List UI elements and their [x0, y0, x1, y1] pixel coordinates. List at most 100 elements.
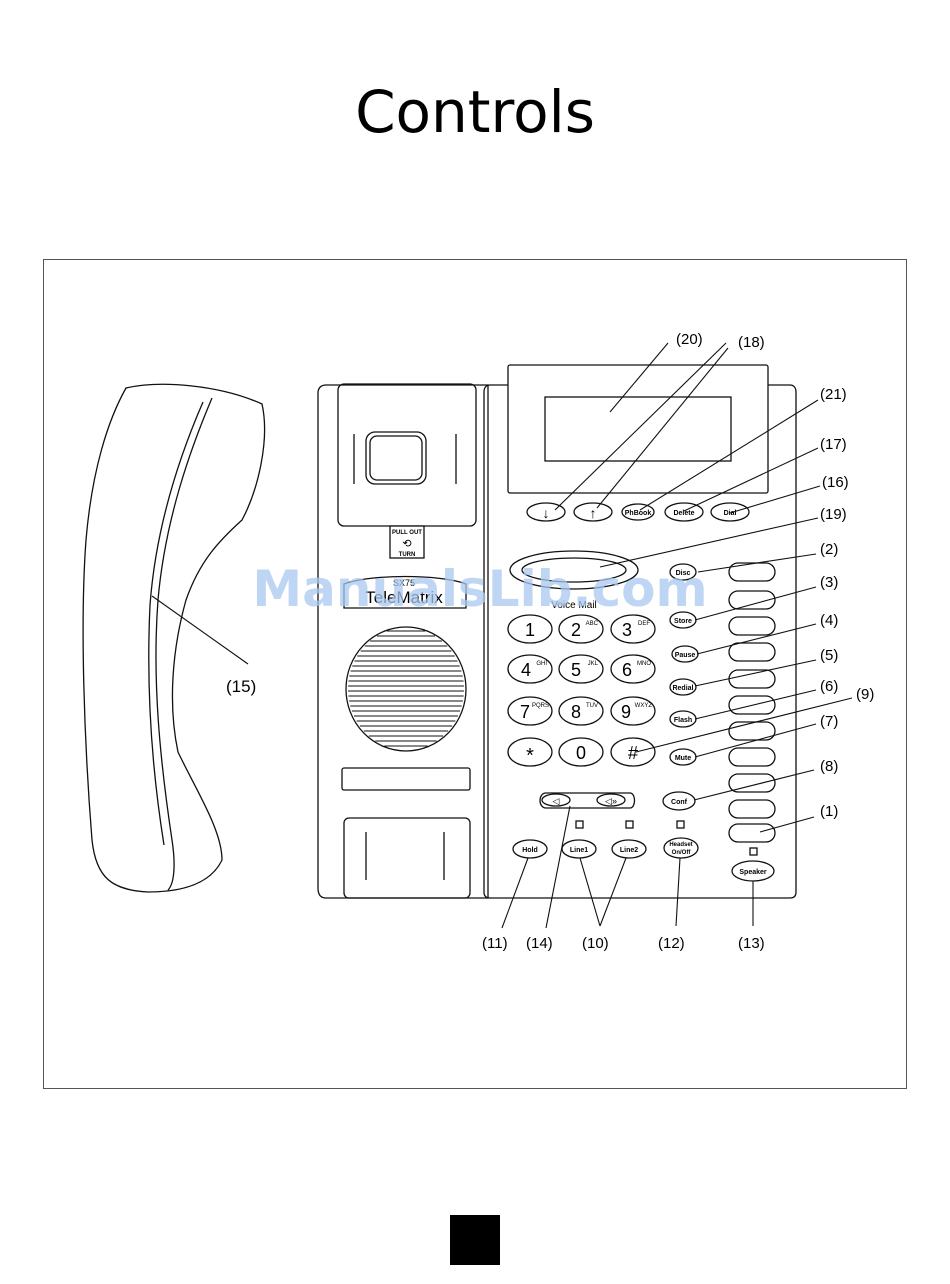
- scroll-wheel[interactable]: [509, 550, 639, 590]
- delete-label: Delete: [673, 510, 694, 517]
- line2-label: Line2: [620, 847, 638, 854]
- brand-plate: [343, 575, 467, 609]
- key-button[interactable]: 4 GHI: [507, 654, 553, 684]
- callout-label: (1): [820, 803, 838, 820]
- callout-label: (18): [738, 334, 765, 351]
- hook-switch: [365, 431, 427, 485]
- key-button[interactable]: *: [507, 737, 553, 767]
- voice-mail-label: Voice Mail: [551, 600, 597, 611]
- key-digit: 2: [571, 620, 581, 640]
- callout-label: (21): [820, 386, 847, 403]
- brand-model: SX75: [393, 578, 415, 588]
- disc-button[interactable]: [669, 563, 697, 581]
- memory-key[interactable]: [728, 642, 776, 662]
- memory-key[interactable]: [728, 823, 776, 843]
- headset-button[interactable]: [663, 837, 699, 859]
- callout-label: (7): [820, 713, 838, 730]
- hold-button[interactable]: [512, 839, 548, 859]
- callout-label: (5): [820, 647, 838, 664]
- memory-key[interactable]: [728, 616, 776, 636]
- key-button[interactable]: 0: [558, 737, 604, 767]
- redial-button[interactable]: [669, 678, 697, 696]
- memory-key[interactable]: [728, 695, 776, 715]
- key-digit: 0: [576, 743, 586, 763]
- key-letters: WXYZ: [635, 703, 653, 709]
- key-digit: 7: [520, 702, 530, 722]
- volume-down-button[interactable]: [541, 793, 571, 807]
- callout-label: (20): [676, 331, 703, 348]
- diagram-frame: [43, 259, 907, 1089]
- line2-button[interactable]: [611, 839, 647, 859]
- memory-keys: [728, 562, 776, 843]
- page-title: Controls: [355, 78, 595, 146]
- memory-key[interactable]: [728, 590, 776, 610]
- delete-button[interactable]: [664, 502, 704, 522]
- volume-up-button[interactable]: [596, 793, 626, 807]
- pull-out-label: PULL OUT: [392, 530, 422, 536]
- up-arrow-button[interactable]: [573, 502, 613, 522]
- key-button[interactable]: 2 ABC: [558, 614, 604, 644]
- cradle-top: [337, 383, 477, 527]
- phone-base-left: PULL OUT ⟲ TURN SX75 TeleMatrix: [317, 383, 489, 899]
- key-letters: GHI: [536, 661, 547, 667]
- speaker-led: [749, 847, 758, 856]
- key-letters: MNO: [637, 661, 651, 667]
- callout-label: (12): [658, 935, 685, 952]
- key-letters: TUV: [586, 703, 598, 709]
- handset: [82, 383, 266, 893]
- store-label: Store: [674, 618, 692, 625]
- base-right-outline: [483, 384, 797, 899]
- flash-label: Flash: [674, 717, 692, 724]
- callout-label: (15): [226, 677, 256, 696]
- lcd-screen: [544, 396, 732, 462]
- callout-label: (13): [738, 935, 765, 952]
- down-arrow-button[interactable]: [526, 502, 566, 522]
- page-marker: [450, 1215, 500, 1265]
- disc-label: Disc: [676, 570, 691, 577]
- base-left-outline: [317, 384, 489, 899]
- callout-label: (14): [526, 935, 553, 952]
- dial-label: Dial: [724, 510, 737, 517]
- conf-button[interactable]: [662, 791, 696, 811]
- handset-inner-edge-2: [148, 401, 204, 846]
- volume-rocker[interactable]: ◁ ◁»: [539, 792, 636, 809]
- volume-down-icon: ◁: [553, 796, 560, 806]
- line1-label: Line1: [570, 847, 588, 854]
- label-slot: [341, 767, 471, 791]
- key-button[interactable]: 1: [507, 614, 553, 644]
- headset-led: [676, 820, 685, 829]
- headset-label-line2: On/Off: [672, 850, 692, 856]
- key-button[interactable]: #: [610, 737, 656, 767]
- pull-out-tab: [389, 525, 425, 559]
- callout-label: (2): [820, 541, 838, 558]
- key-digit: 4: [521, 660, 531, 680]
- callout-label: (4): [820, 612, 838, 629]
- callout-label: (9): [856, 686, 874, 703]
- speaker-grille: [345, 626, 467, 752]
- speaker-label: Speaker: [739, 869, 767, 876]
- key-letters: ABC: [586, 621, 599, 627]
- cradle-bottom: [343, 817, 471, 899]
- memory-key[interactable]: [728, 669, 776, 689]
- dial-button[interactable]: [710, 502, 750, 522]
- callout-label: (17): [820, 436, 847, 453]
- memory-key[interactable]: [728, 721, 776, 741]
- key-digit: *: [526, 745, 534, 767]
- phbook-button[interactable]: [621, 503, 655, 521]
- memory-key[interactable]: [728, 773, 776, 793]
- line1-led: [575, 820, 584, 829]
- memory-key[interactable]: [728, 562, 776, 582]
- phbook-label: PhBook: [625, 510, 652, 517]
- hold-label: Hold: [522, 847, 538, 854]
- key-letters: DEF: [638, 621, 650, 627]
- key-digit: 8: [571, 702, 581, 722]
- key-button[interactable]: 8 TUV: [558, 696, 604, 726]
- memory-key[interactable]: [728, 747, 776, 767]
- memory-key[interactable]: [728, 799, 776, 819]
